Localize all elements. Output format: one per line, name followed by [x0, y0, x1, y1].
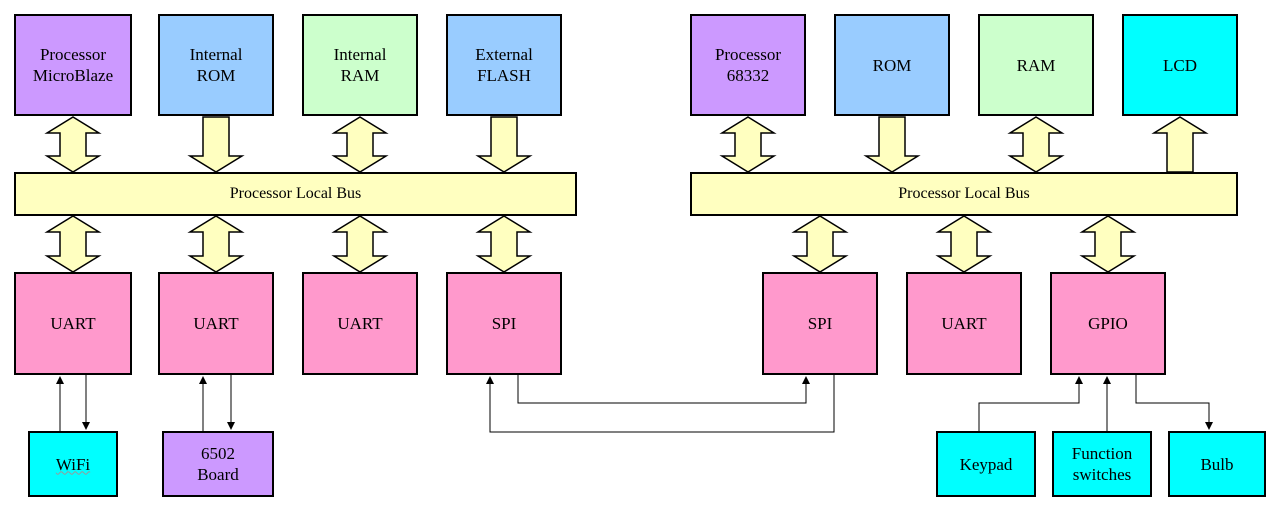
bus-uart-right-arrow [935, 215, 993, 273]
spi-left-to-right-line [517, 375, 810, 404]
wifi-box: WiFi [28, 431, 118, 497]
keypad-to-gpio-line [978, 376, 1083, 431]
keypad-box: Keypad [936, 431, 1036, 497]
uart2-box: UART [158, 272, 274, 375]
processor68332-bus-arrow [719, 116, 777, 173]
spi-right-box: SPI [762, 272, 878, 375]
bus-arrows [44, 116, 1209, 273]
bus-gpio-arrow [1079, 215, 1137, 273]
ram-box: RAM [978, 14, 1094, 116]
external-flash-bus-arrow [475, 116, 533, 173]
lcd-bus-arrow [1151, 116, 1209, 173]
ram-bus-arrow [1007, 116, 1065, 173]
right-processor-local-bus: Processor Local Bus [690, 172, 1238, 216]
internal-rom-bus-arrow [187, 116, 245, 173]
bulb-box: Bulb [1168, 431, 1266, 497]
bus-spi-right-arrow [791, 215, 849, 273]
uart-right-box: UART [906, 272, 1022, 375]
bus-uart3-arrow [331, 215, 389, 273]
internal-rom-box: Internal ROM [158, 14, 274, 116]
bus-uart1-arrow [44, 215, 102, 273]
internal-ram-box: Internal RAM [302, 14, 418, 116]
bus-spi-left-arrow [475, 215, 533, 273]
uart1-box: UART [14, 272, 132, 375]
bus-uart2-arrow [187, 215, 245, 273]
microblaze-bus-arrow [44, 116, 102, 173]
lcd-box: LCD [1122, 14, 1238, 116]
external-flash-box: External FLASH [446, 14, 562, 116]
function-switches-box: Function switches [1052, 431, 1152, 497]
board-6502-box: 6502 Board [162, 431, 274, 497]
uart3-box: UART [302, 272, 418, 375]
gpio-to-bulb-line [1135, 375, 1213, 430]
spi-right-to-left-line [486, 375, 835, 433]
processor-68332-box: Processor 68332 [690, 14, 806, 116]
rom-bus-arrow [863, 116, 921, 173]
gpio-box: GPIO [1050, 272, 1166, 375]
processor-microblaze-box: Processor MicroBlaze [14, 14, 132, 116]
rom-box: ROM [834, 14, 950, 116]
spi-left-box: SPI [446, 272, 562, 375]
internal-ram-bus-arrow [331, 116, 389, 173]
signal-lines [56, 375, 1213, 433]
left-processor-local-bus: Processor Local Bus [14, 172, 577, 216]
